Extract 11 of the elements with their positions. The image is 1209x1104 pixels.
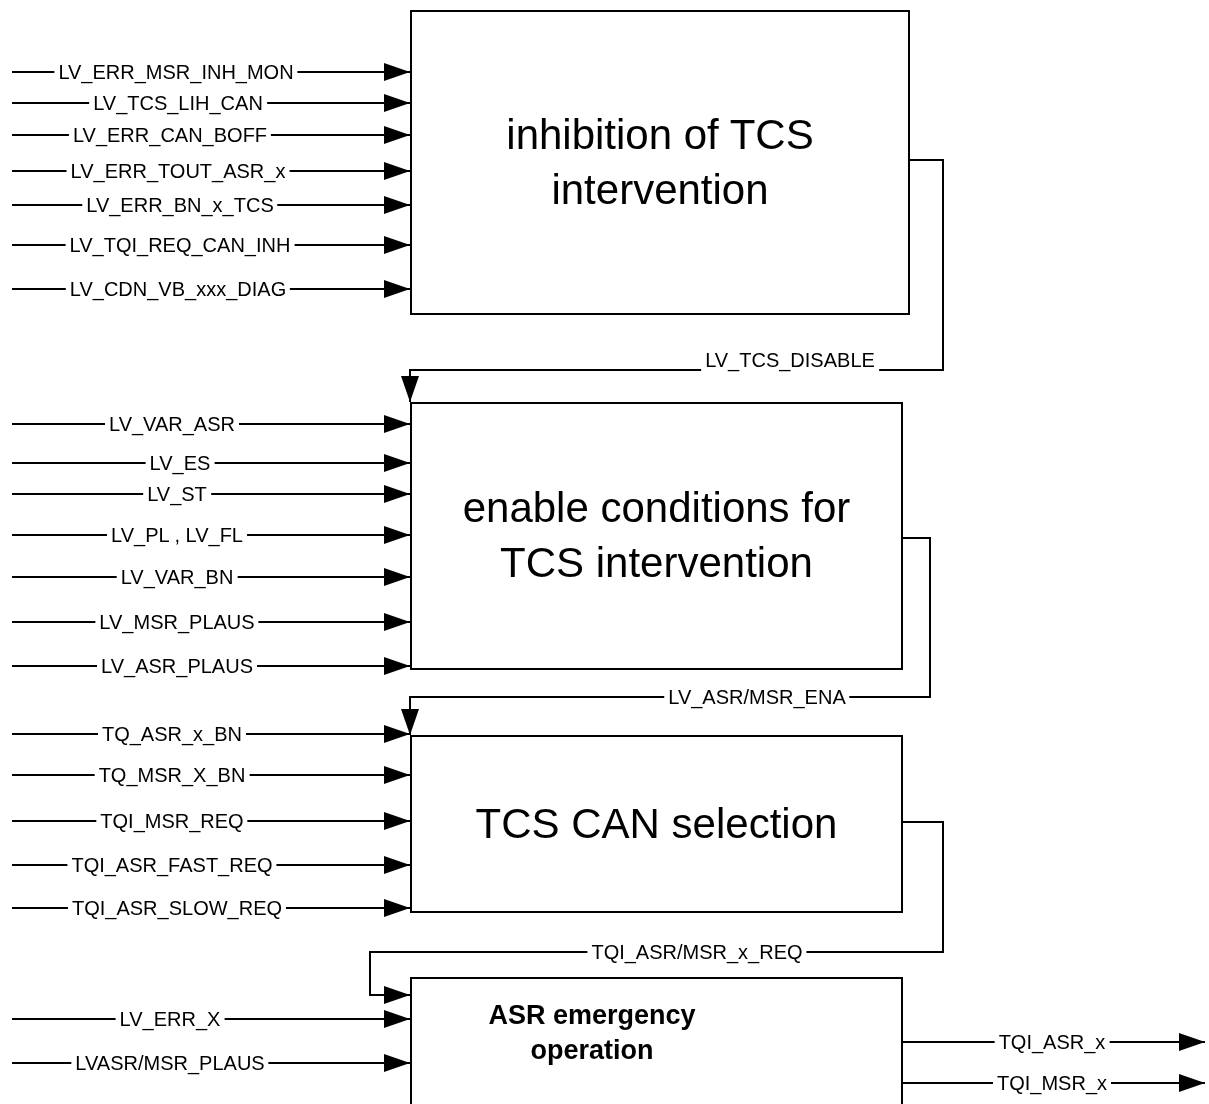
process-box: [410, 977, 903, 1104]
signal-label: LV_ASR/MSR_ENA: [664, 686, 850, 708]
process-box: [410, 735, 903, 913]
signal-label: LVASR/MSR_PLAUS: [71, 1052, 269, 1074]
box-title: inhibition of TCS intervention: [505, 109, 815, 215]
box-title: TCS CAN selection: [474, 798, 839, 849]
signal-label: TQI_ASR/MSR_x_REQ: [587, 941, 807, 963]
box-title: enable conditions for TCS intervention: [461, 483, 852, 588]
process-box: [410, 402, 903, 670]
process-box: [410, 10, 910, 315]
box-title: ASR emergency operation: [487, 998, 697, 1067]
